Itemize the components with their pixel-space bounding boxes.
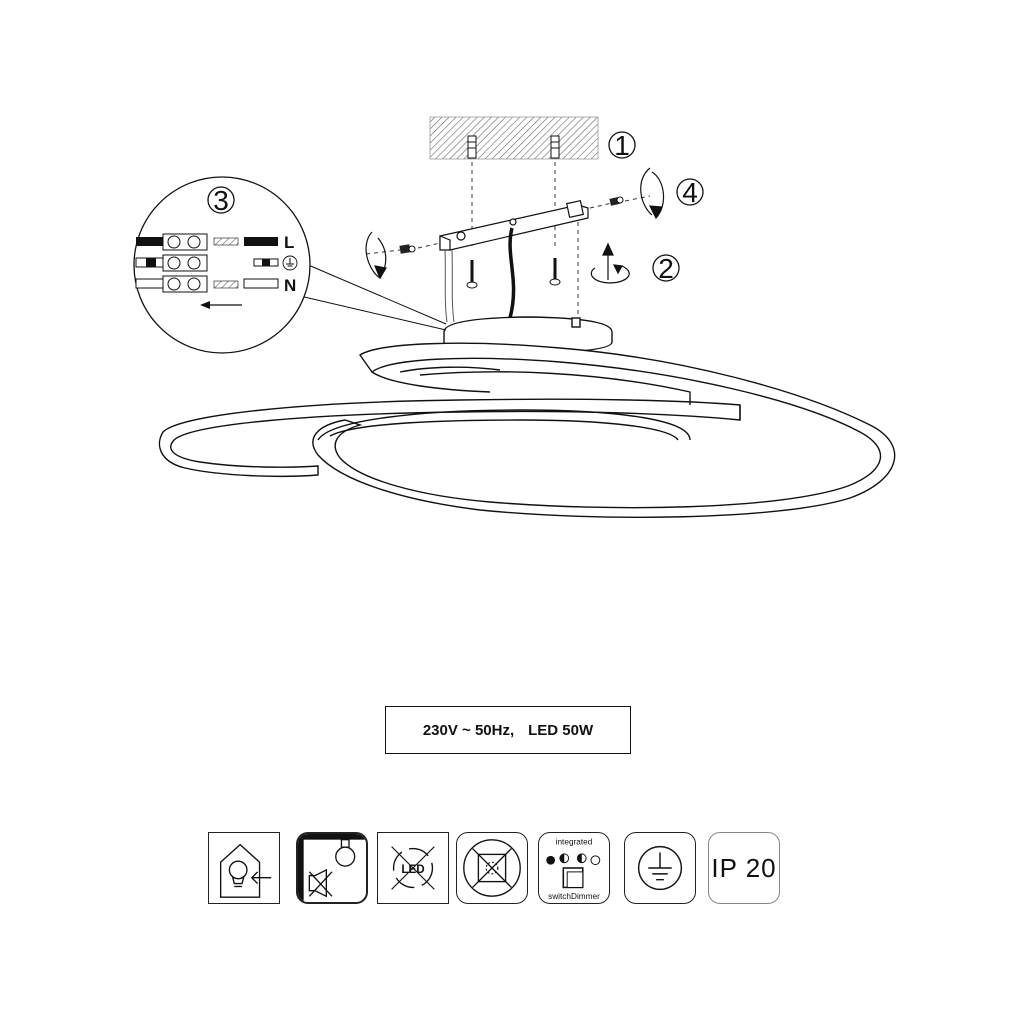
step-3-marker: 3 (207, 185, 235, 216)
lamp-ring-middle (158, 398, 741, 477)
wall-plug-left (467, 135, 477, 159)
lamp-ring-top (312, 342, 896, 518)
svg-text:integrated: integrated (556, 838, 593, 847)
switch-dimmer-icon: integrated switchDimmer (538, 832, 610, 904)
lamp-ring-bottom (317, 371, 691, 441)
voltage-spec: 230V ~ 50Hz, (422, 721, 515, 739)
svg-text:LED: LED (401, 863, 424, 876)
rotate-arrow-right (640, 167, 665, 220)
led-not-replaceable-icon: LED (377, 832, 449, 904)
ip-rating-text: IP 20 (711, 852, 777, 883)
wiring-detail-circle: 3 L N (133, 176, 311, 354)
side-screw-left (399, 244, 416, 254)
step-2-marker: 2 (652, 253, 680, 284)
wall-plug-right (550, 135, 560, 159)
ceiling (429, 116, 599, 160)
no-spotlight-icon (296, 832, 368, 904)
power-spec: LED 50W (528, 721, 594, 739)
power-spec-box: 230V ~ 50Hz, LED 50W (385, 706, 631, 754)
svg-text:1: 1 (614, 130, 630, 161)
rotate-arrow-left (365, 231, 387, 280)
bulb-replace-icon (208, 832, 280, 904)
ip-rating-icon: IP 20 (708, 832, 780, 904)
side-screw-right (609, 196, 624, 206)
svg-text:4: 4 (682, 177, 698, 208)
screw-left (466, 260, 478, 289)
step-4-marker: 4 (676, 177, 704, 208)
mounting-bracket (439, 199, 589, 251)
screw-right (549, 258, 561, 286)
svg-text:switchDimmer: switchDimmer (548, 892, 600, 901)
svg-text:N: N (284, 276, 296, 295)
rotate-arrow-canopy (590, 242, 630, 284)
step-1-marker: 1 (608, 130, 636, 161)
svg-text:L: L (284, 233, 294, 252)
no-cover-icon (456, 832, 528, 904)
ground-icon (624, 832, 696, 904)
svg-text:3: 3 (213, 185, 229, 216)
svg-text:2: 2 (658, 253, 674, 284)
